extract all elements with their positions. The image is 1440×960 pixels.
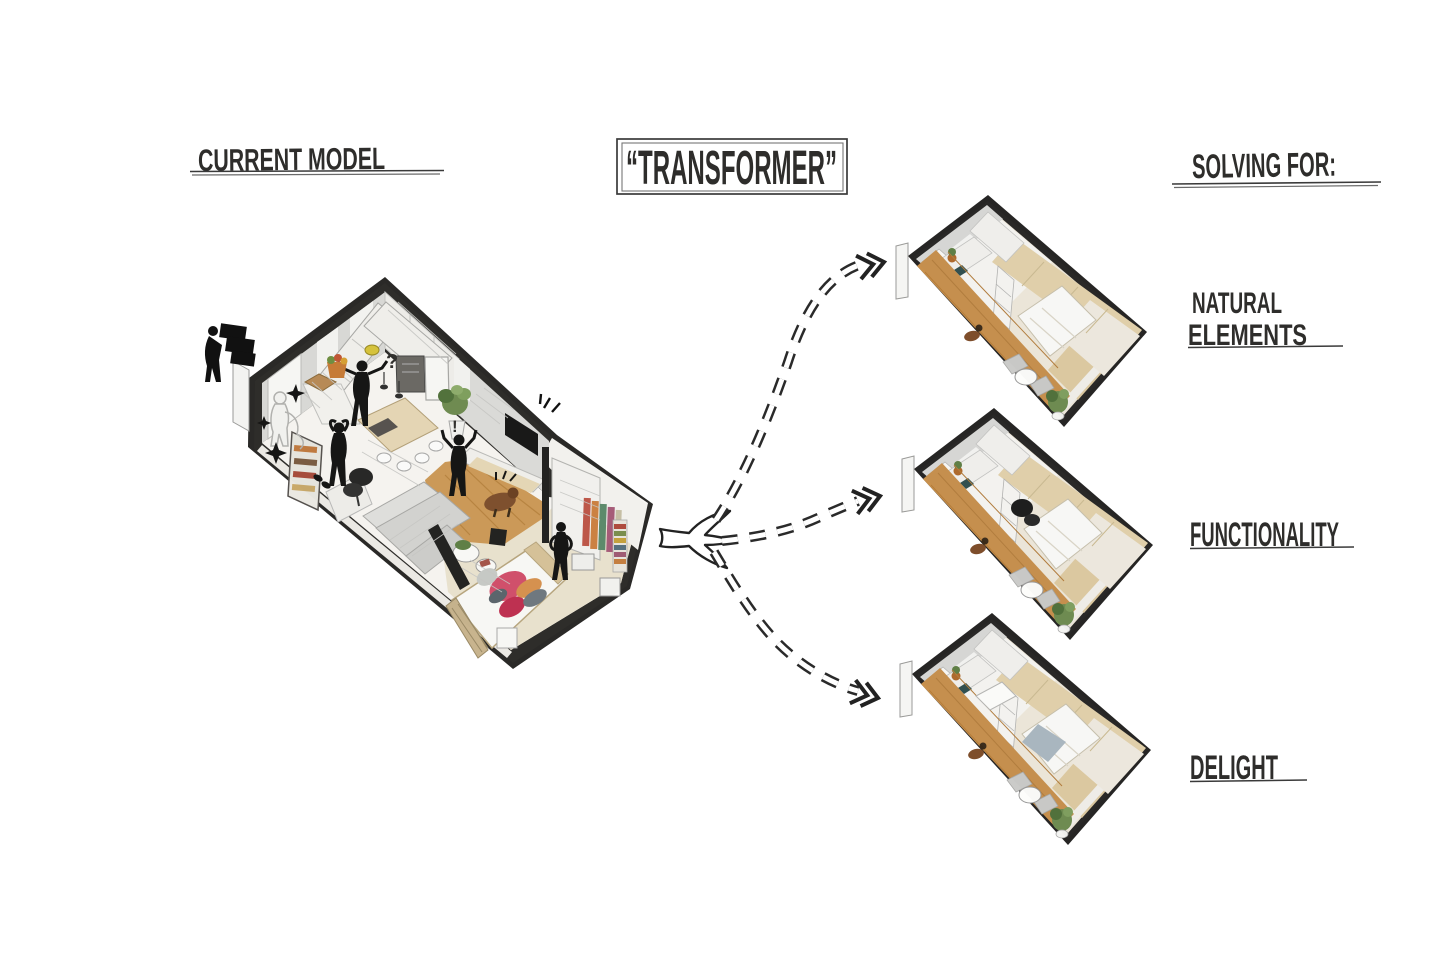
- svg-text:“TRANSFORMER”: “TRANSFORMER”: [626, 142, 837, 195]
- svg-text:SOLVING FOR:: SOLVING FOR:: [1192, 146, 1337, 187]
- svg-text:?: ?: [386, 351, 398, 373]
- svg-text:CURRENT MODEL: CURRENT MODEL: [198, 141, 385, 178]
- svg-text:!: !: [452, 417, 458, 436]
- svg-text:NATURAL: NATURAL: [1192, 287, 1282, 320]
